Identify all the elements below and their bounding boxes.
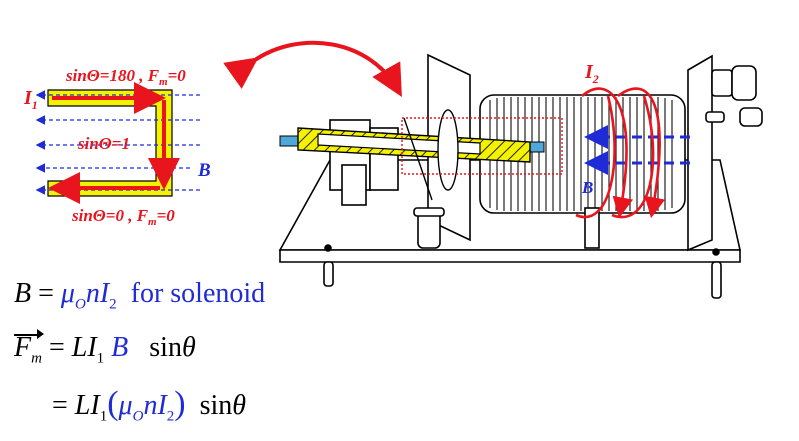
adjust-knob bbox=[731, 65, 757, 101]
current-arrows bbox=[48, 82, 180, 204]
solenoid-field-label: B bbox=[581, 178, 593, 197]
double-arrow bbox=[223, 40, 402, 97]
equation-force: Fm = LI1 B sinθ bbox=[14, 329, 196, 367]
solenoid-field-arrows bbox=[584, 125, 690, 175]
middle-angle-label: sinΘ=1 bbox=[77, 134, 130, 153]
right-plate bbox=[687, 54, 713, 252]
loop-field-label: B bbox=[197, 160, 211, 181]
equation-force-substituted: = LI1(μOnI2) sinθ bbox=[52, 385, 247, 425]
bottom-angle-label: sinΘ=0 , Fm=0 bbox=[71, 206, 175, 228]
apparatus-drawing bbox=[278, 53, 763, 299]
top-angle-label: sinΘ=180 , Fm=0 bbox=[65, 66, 186, 88]
highlight-box bbox=[401, 117, 563, 175]
loop-current-label: I1 bbox=[23, 87, 38, 112]
equation-solenoid-field: B = μOnI2 for solenoid bbox=[14, 278, 266, 313]
solenoid-current-label: I2 bbox=[584, 61, 599, 86]
solenoid-current-arrows bbox=[575, 87, 666, 219]
current-loop-diagram: sinΘ=180 , Fm=0 I1 sinΘ=1 B sinΘ=0 , Fm=… bbox=[23, 66, 211, 228]
